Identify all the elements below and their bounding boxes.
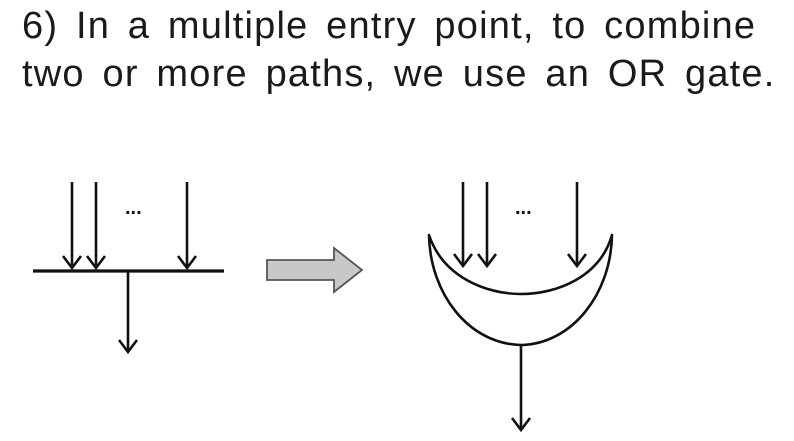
caption-line-1: 6) In a multiple entry point, to combine: [22, 5, 757, 47]
or-gate: ...: [427, 182, 614, 433]
input-arrowhead-2: [85, 255, 107, 271]
right-ellipsis: ...: [515, 197, 532, 219]
junction-diagram: ...: [33, 182, 224, 355]
gate-output-arrowhead: [510, 417, 532, 433]
caption-line-2: two or more paths, we use an OR gate.: [22, 53, 776, 95]
output-arrowhead: [117, 339, 139, 355]
left-ellipsis: ...: [125, 197, 142, 219]
slide-caption: 6) In a multiple entry point, to combine…: [22, 2, 792, 98]
transform-arrow-icon: [266, 246, 364, 294]
gate-input-arrowhead-1: [452, 253, 474, 269]
or-gate-body: [427, 233, 614, 347]
gate-input-arrowhead-2: [476, 253, 498, 269]
input-arrowhead-1: [61, 255, 83, 271]
input-arrowhead-n: [176, 255, 198, 271]
gate-input-arrowhead-n: [566, 253, 588, 269]
